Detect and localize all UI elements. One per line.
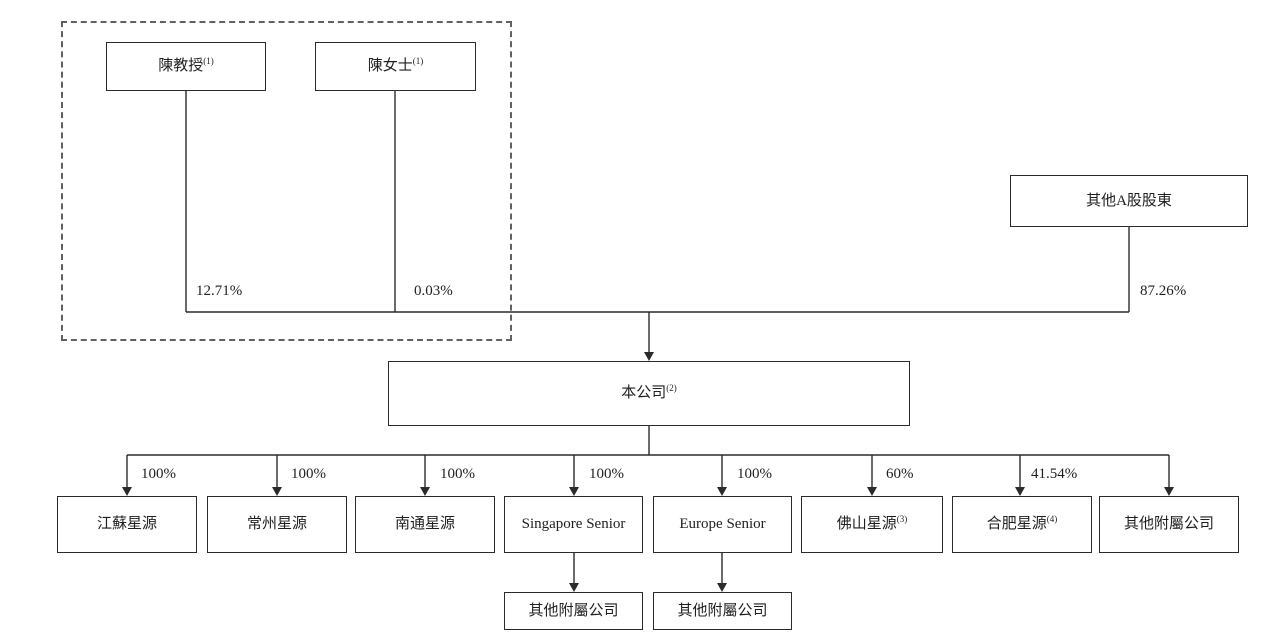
controlling-shareholders-group-outline <box>61 21 512 341</box>
ownership-label-foshan: 60% <box>886 466 914 482</box>
arrowhead <box>122 487 132 496</box>
ownership-label-europe-senior: 100% <box>737 466 772 482</box>
arrowhead <box>867 487 877 496</box>
footnote-marker: (1) <box>412 56 424 67</box>
node-label-text: 其他附屬公司 <box>528 602 619 619</box>
arrowhead <box>1164 487 1174 496</box>
node-jiangsu-xingyuan: 江蘇星源 <box>57 496 197 553</box>
node-label-text: 合肥星源 <box>986 516 1047 533</box>
node-label: 陳教授(1) <box>158 56 214 75</box>
arrowhead <box>1015 487 1025 496</box>
ownership-label-hefei: 41.54% <box>1031 466 1078 482</box>
arrowhead <box>717 583 727 592</box>
ownership-label-changzhou: 100% <box>291 466 326 482</box>
node-label-text: 常州星源 <box>246 516 307 533</box>
ownership-label-jiangsu: 100% <box>141 466 176 482</box>
ownership-label-other-a-shareholders: 87.26% <box>1140 283 1187 299</box>
node-other-subsidiaries: 其他附屬公司 <box>1099 496 1239 553</box>
arrowhead <box>420 487 430 496</box>
node-label-text: 其他附屬公司 <box>1123 516 1214 533</box>
arrowhead <box>569 487 579 496</box>
footnote-marker: (4) <box>1046 514 1058 525</box>
node-company: 本公司(2) <box>388 361 910 426</box>
ownership-label-singapore-senior: 100% <box>589 466 624 482</box>
node-label-text: Singapore Senior <box>521 516 626 533</box>
node-label-text: 南通星源 <box>394 516 455 533</box>
node-ms-chen: 陳女士(1) <box>315 42 476 91</box>
node-europe-senior: Europe Senior <box>653 496 792 553</box>
subsidiary-connectors <box>126 426 1170 584</box>
node-label: 本公司(2) <box>621 383 677 402</box>
node-label: 合肥星源(4) <box>986 514 1058 533</box>
arrowhead <box>717 487 727 496</box>
node-singapore-senior: Singapore Senior <box>504 496 643 553</box>
node-label-text: 陳教授 <box>158 58 204 75</box>
node-label: 陳女士(1) <box>367 56 424 75</box>
node-changzhou-xingyuan: 常州星源 <box>207 496 347 553</box>
footnote-marker: (1) <box>203 56 214 67</box>
node-other-subsidiaries-under-europe: 其他附屬公司 <box>653 592 792 630</box>
node-other-a-shareholders: 其他A股股東 <box>1010 175 1248 227</box>
top-connectors <box>185 91 1130 353</box>
node-nantong-xingyuan: 南通星源 <box>355 496 495 553</box>
ownership-label-nantong: 100% <box>440 466 475 482</box>
node-label-text: 其他A股股東 <box>1086 192 1172 209</box>
node-label-text: 陳女士 <box>367 58 413 75</box>
footnote-marker: (2) <box>666 383 677 394</box>
node-hefei-xingyuan: 合肥星源(4) <box>952 496 1092 553</box>
node-label-text: 本公司 <box>621 385 667 402</box>
node-label-text: 其他附屬公司 <box>677 602 768 619</box>
arrowhead <box>272 487 282 496</box>
arrowheads <box>122 487 1174 592</box>
arrowhead <box>569 583 579 592</box>
node-label: 佛山星源(3) <box>836 514 908 533</box>
node-foshan-xingyuan: 佛山星源(3) <box>801 496 943 553</box>
node-label-text: Europe Senior <box>679 516 766 533</box>
arrowhead <box>644 352 654 361</box>
node-label-text: 佛山星源 <box>836 516 897 533</box>
node-label-text: 江蘇星源 <box>96 516 157 533</box>
node-other-subsidiaries-under-singapore: 其他附屬公司 <box>504 592 643 630</box>
ownership-label-professor-chen: 12.71% <box>196 283 243 299</box>
ownership-label-ms-chen: 0.03% <box>414 283 453 299</box>
node-professor-chen: 陳教授(1) <box>106 42 266 91</box>
footnote-marker: (3) <box>896 514 908 525</box>
